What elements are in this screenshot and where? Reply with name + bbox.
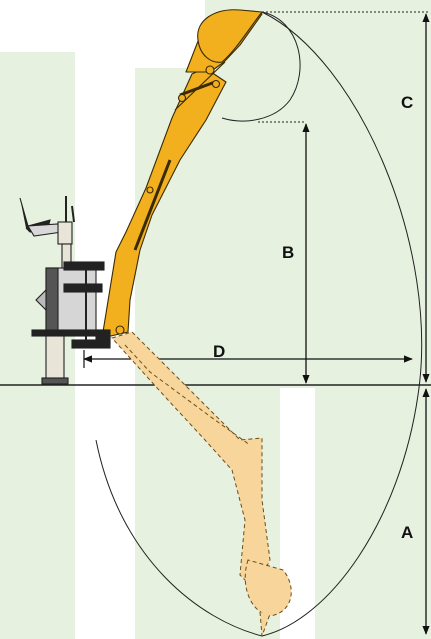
boom-arm: [101, 9, 263, 339]
dimension-c-label: C: [401, 93, 413, 112]
reach-envelope: [95, 11, 423, 637]
dimension-b-label: B: [282, 243, 294, 262]
bucket-icon: [197, 9, 263, 63]
backhoe-attachment-icon: [19, 196, 111, 385]
bucket-curl-arc: [221, 11, 301, 122]
dimension-a-label: A: [401, 523, 413, 542]
operator-seat-icon: [19, 197, 51, 233]
digging-position-ghost: [111, 331, 292, 637]
dimension-d-label: D: [213, 342, 225, 361]
